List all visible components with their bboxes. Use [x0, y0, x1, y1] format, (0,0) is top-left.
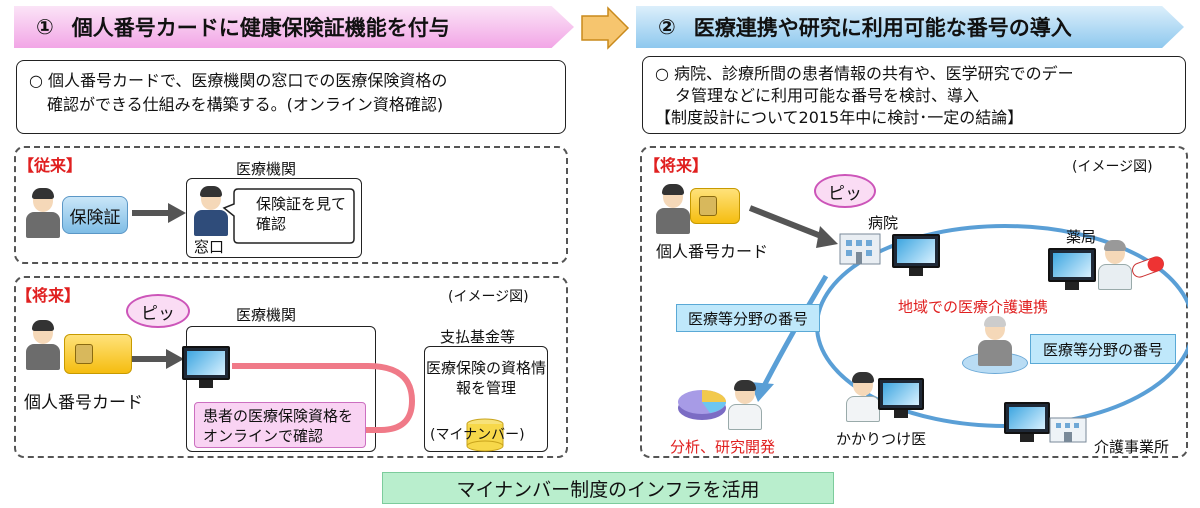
future-right-image-note: (イメージ図) [1072, 159, 1153, 175]
future-right-tag: 【将来】 [644, 156, 709, 175]
beep-text: ピッ [141, 303, 175, 324]
beep-bubble: ピッ [126, 294, 190, 328]
counter-label: 窓口 [194, 238, 225, 256]
care-facility-icon [1049, 417, 1087, 443]
family-doctor-label: かかりつけ医 [836, 430, 927, 448]
care-office-label: 介護事業所 [1094, 438, 1170, 456]
insurance-card-icon: 保険証 [62, 196, 128, 234]
my-number-label: (マイナンバー) [430, 427, 525, 443]
beep-bubble-2: ピッ [814, 174, 876, 208]
hospital-icon [839, 233, 881, 265]
capsule-icon [1132, 256, 1164, 278]
pharmacy-label: 薬局 [1066, 228, 1097, 246]
speech-bubble-text: 保険証を見て確認 [256, 195, 347, 233]
future-left-image-note: (イメージ図) [448, 289, 529, 305]
conventional-tag: 【従来】 [18, 156, 83, 175]
family-doctor-icon [846, 372, 880, 422]
medical-number-text-2: 医療等分野の番号 [1042, 340, 1163, 359]
beep-text-2: ピッ [828, 183, 862, 204]
elderly-person-icon [978, 316, 1012, 366]
conventional-institution-label: 医療機関 [236, 160, 297, 178]
bottom-banner-text: マイナンバー制度のインフラを活用 [456, 478, 760, 501]
gray-arrow-icon [132, 203, 186, 223]
researcher-icon [728, 380, 762, 430]
left-header-number: ① [36, 15, 54, 39]
pie-chart-icon [678, 390, 726, 420]
pharmacy-monitor-icon [1048, 248, 1096, 290]
receptionist-icon [194, 186, 228, 236]
my-number-card-icon-2 [690, 188, 740, 224]
conventional-institution-box [186, 178, 362, 258]
left-header-title: 個人番号カードに健康保険証機能を付与 [71, 16, 450, 40]
patient-icon-3 [656, 184, 690, 234]
right-card-label: 個人番号カード [656, 242, 769, 261]
left-section-header: ① 個人番号カードに健康保険証機能を付与 [14, 6, 574, 48]
regional-label: 地域での医療介護連携 [898, 298, 1049, 316]
bottom-banner: マイナンバー制度のインフラを活用 [382, 472, 834, 504]
fund-box [424, 346, 548, 452]
care-monitor-icon [1004, 402, 1050, 442]
medical-number-box-2: 医療等分野の番号 [1030, 334, 1176, 364]
patient-icon [26, 188, 60, 238]
online-check-box: 患者の医療保険資格をオンラインで確認 [194, 402, 366, 448]
insurance-card-label: 保険証 [69, 207, 121, 228]
future-left-tag: 【将来】 [16, 286, 81, 305]
pharmacist-icon [1098, 240, 1132, 290]
hospital-label: 病院 [868, 214, 899, 232]
left-description-box: ○ 個人番号カードで、医療機関の窓口での医療保険資格の 確認ができる仕組みを構築… [16, 60, 566, 134]
my-number-card-icon [64, 334, 132, 374]
doctor-monitor-icon [878, 378, 924, 418]
gray-arrow-icon-2 [132, 349, 184, 369]
right-section-header: ② 医療連携や研究に利用可能な番号の導入 [636, 6, 1184, 48]
future-institution-box [186, 326, 376, 452]
medical-number-box-1: 医療等分野の番号 [676, 304, 820, 332]
computer-monitor-icon [182, 346, 230, 388]
left-desc-line1: ○ 個人番号カードで、医療機関の窓口での医療保険資格の [29, 71, 448, 90]
medical-number-text-1: 医療等分野の番号 [687, 309, 808, 328]
speech-bubble-icon [222, 188, 355, 244]
research-label: 分析、研究開発 [670, 438, 776, 456]
fund-box-text: 医療保険の資格情報を管理 [425, 359, 546, 397]
future-left-panel [14, 276, 568, 458]
fund-label: 支払基金等 [440, 328, 516, 346]
right-header-number: ② [658, 15, 676, 39]
right-desc-line3: 【制度設計について2015年中に検討･一定の結論】 [655, 108, 1024, 127]
left-desc-line2: 確認ができる仕組みを構築する。(オンライン資格確認) [47, 95, 444, 114]
right-header-title: 医療連携や研究に利用可能な番号の導入 [693, 16, 1072, 40]
right-desc-line1: ○ 病院、診療所間の患者情報の共有や、医学研究でのデー [655, 64, 1074, 83]
patient-icon-2 [26, 320, 60, 370]
conventional-panel [14, 146, 568, 264]
hospital-monitor-icon [892, 234, 940, 276]
right-desc-line2: タ管理などに利用可能な番号を検討、導入 [675, 86, 980, 105]
right-description-box: ○ 病院、診療所間の患者情報の共有や、医学研究でのデー タ管理などに利用可能な番… [642, 56, 1186, 134]
future-card-label: 個人番号カード [24, 393, 143, 413]
right-arrow-icon [581, 6, 630, 50]
database-icon [466, 418, 504, 452]
future-institution-label: 医療機関 [236, 306, 297, 324]
